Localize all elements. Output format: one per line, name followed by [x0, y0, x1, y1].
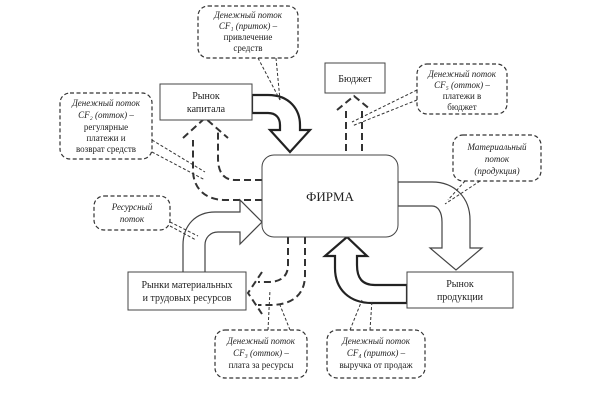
svg-text:возврат средств: возврат средств: [76, 144, 136, 154]
svg-text:Денежный поток: Денежный поток: [427, 69, 497, 79]
firm-node: [261, 154, 399, 238]
svg-text:CF₅ (отток) –: CF₅ (отток) –: [434, 80, 490, 90]
capital-market-node: Рынок капитала: [159, 83, 253, 121]
svg-text:бюджет: бюджет: [447, 102, 477, 112]
svg-text:средств: средств: [233, 43, 262, 53]
callout-cf5: Денежный поток CF₅ (отток) – платежи в б…: [351, 63, 508, 127]
arrow-cf1-inflow: [250, 93, 313, 154]
svg-text:платежи в: платежи в: [443, 91, 482, 101]
arrow-resource-flow: [182, 198, 263, 276]
svg-text:Денежный поток: Денежный поток: [213, 10, 283, 20]
arrow-material-flow: [397, 181, 484, 271]
callout-cf3: Денежный поток CF₃ (отток) – плата за ре…: [214, 289, 308, 379]
svg-text:CF₁ (приток) –: CF₁ (приток) –: [219, 21, 278, 31]
svg-text:CF₂ (отток) –: CF₂ (отток) –: [78, 110, 134, 120]
product-market-node: Рынок продукции: [406, 271, 514, 309]
svg-text:Рынок: Рынок: [446, 279, 474, 290]
svg-text:капитала: капитала: [187, 104, 226, 115]
svg-text:Денежный поток: Денежный поток: [226, 336, 296, 346]
arrow-cf4-inflow: [322, 235, 409, 305]
svg-text:Материальный: Материальный: [467, 142, 527, 152]
svg-text:плата за ресурсы: плата за ресурсы: [229, 360, 294, 370]
svg-text:продукции: продукции: [437, 292, 484, 303]
callout-material-flow: Материальный поток (продукция): [444, 134, 542, 205]
resource-markets-node: Рынки материальных и трудовых ресурсов: [127, 271, 247, 311]
svg-text:Бюджет: Бюджет: [338, 74, 372, 85]
svg-text:привлечение: привлечение: [224, 32, 273, 42]
svg-text:регулярные: регулярные: [84, 122, 128, 132]
budget-node: Бюджет: [324, 62, 386, 94]
svg-text:Денежный поток: Денежный поток: [341, 336, 411, 346]
arrow-cf3-outflow: [246, 237, 306, 315]
callout-cf2: Денежный поток CF₂ (отток) – регулярные …: [59, 92, 206, 181]
svg-text:Денежный поток: Денежный поток: [71, 98, 141, 108]
callout-cf4: Денежный поток CF₄ (приток) – выручка от…: [326, 299, 426, 379]
callout-resource-flow: Ресурсный поток: [93, 195, 199, 241]
arrow-cf2-outflow: [182, 116, 262, 201]
svg-text:поток: поток: [485, 154, 510, 164]
svg-text:CF₃ (отток) –: CF₃ (отток) –: [233, 348, 289, 358]
svg-text:платежи и: платежи и: [86, 133, 125, 143]
svg-text:Ресурсный: Ресурсный: [111, 202, 153, 212]
svg-text:поток: поток: [120, 214, 145, 224]
svg-text:Рынок: Рынок: [192, 91, 220, 102]
svg-text:выручка от продаж: выручка от продаж: [339, 360, 413, 370]
svg-text:(продукция): (продукция): [474, 166, 519, 176]
svg-text:Рынки материальных: Рынки материальных: [141, 280, 232, 291]
callout-cf1: Денежный поток CF₁ (приток) – привлечени…: [197, 5, 299, 101]
svg-text:CF₄ (приток) –: CF₄ (приток) –: [347, 348, 406, 358]
firm-label: ФИРМА: [306, 189, 354, 204]
arrow-cf5-outflow: [336, 94, 372, 162]
svg-text:и трудовых ресурсов: и трудовых ресурсов: [143, 293, 232, 304]
